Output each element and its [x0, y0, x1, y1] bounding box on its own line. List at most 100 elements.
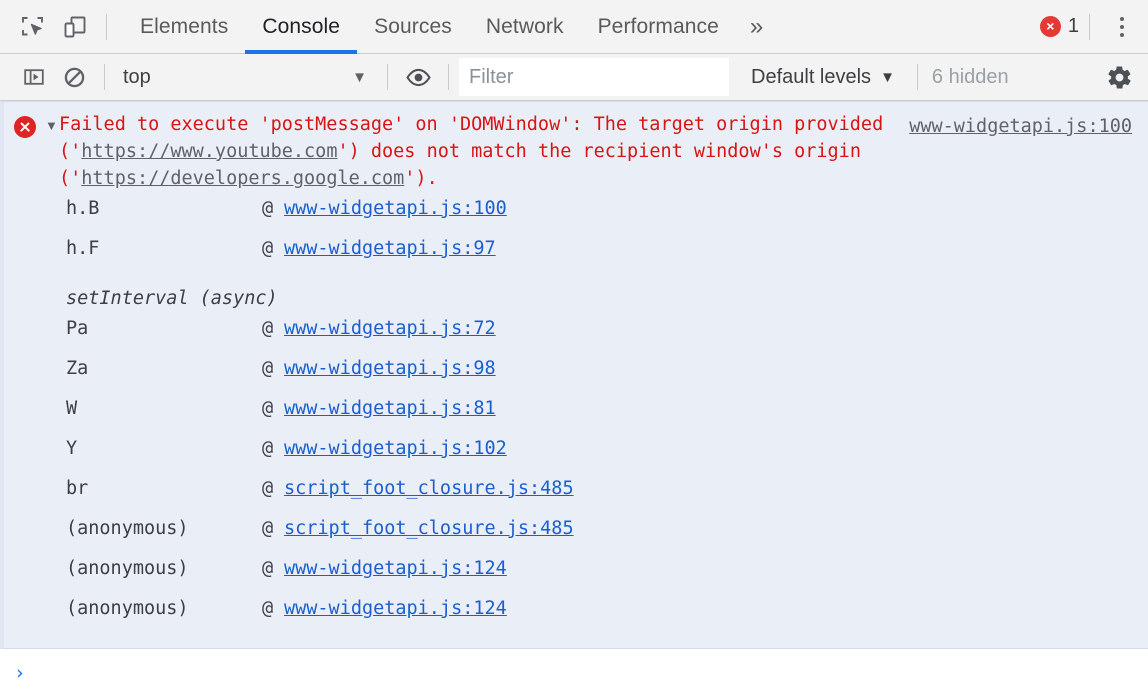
error-text-run: Failed to execute 'postMessage' on 'DOMW… — [59, 114, 895, 162]
stack-frame-row: (anonymous) @ script_foot_closure.js:485 — [4, 518, 1148, 558]
console-prompt-input[interactable] — [35, 657, 1148, 689]
console-sidebar-glyph — [24, 69, 44, 85]
stack-at-symbol: @ — [262, 198, 274, 219]
stack-async-separator: setInterval (async) — [66, 287, 278, 309]
kebab-dot — [1120, 24, 1124, 29]
tab-performance[interactable]: Performance — [597, 14, 719, 38]
stack-at-symbol: @ — [262, 318, 274, 339]
tab-console[interactable]: Console — [245, 0, 357, 54]
stack-function-name: (anonymous) — [66, 598, 189, 619]
error-source-link[interactable]: www-widgetapi.js:100 — [909, 116, 1132, 137]
log-levels-selector[interactable]: Default levels ▼ — [729, 59, 907, 95]
kebab-dot — [1120, 32, 1124, 37]
live-expression-icon[interactable] — [398, 59, 438, 95]
inspect-element-glyph — [22, 16, 43, 35]
stack-at-symbol: @ — [262, 598, 274, 619]
execution-context-selector[interactable]: top ▼ — [115, 59, 377, 95]
stack-source-link[interactable]: www-widgetapi.js:124 — [284, 558, 507, 579]
tab-sources[interactable]: Sources — [374, 14, 452, 38]
stack-frame-row: h.B @ www-widgetapi.js:100 — [4, 198, 1148, 238]
stack-source-link[interactable]: www-widgetapi.js:72 — [284, 318, 496, 339]
stack-trace: h.B @ www-widgetapi.js:100 h.F @ www-widgetap… — [4, 192, 1148, 638]
kebab-dot — [1120, 16, 1124, 21]
panel-tabs: Elements Console Sources Network Perform… — [123, 0, 777, 54]
stack-function-name: Y — [66, 438, 78, 459]
console-toolbar-divider — [916, 64, 918, 90]
clear-console-icon[interactable] — [54, 59, 94, 95]
stack-function-name: Pa — [66, 318, 89, 339]
console-toolbar-divider — [387, 64, 388, 90]
stack-source-link[interactable]: www-widgetapi.js:81 — [284, 398, 496, 419]
more-tabs-button[interactable]: » — [749, 12, 764, 40]
eye-icon — [405, 68, 431, 86]
gear-glyph — [1107, 65, 1131, 89]
console-message-area: ▼ Failed to execute 'postMessage' on 'DO… — [0, 101, 1148, 697]
tabbar-divider — [1089, 13, 1090, 40]
stack-function-name: (anonymous) — [66, 518, 189, 539]
stack-at-symbol: @ — [262, 518, 274, 539]
stack-at-symbol: @ — [262, 478, 274, 499]
chevron-down-icon: ▼ — [880, 68, 895, 86]
stack-at-symbol: @ — [262, 558, 274, 579]
filter-input[interactable] — [459, 58, 729, 96]
inspect-element-icon[interactable] — [12, 7, 54, 47]
stack-function-name: (anonymous) — [66, 558, 189, 579]
stack-source-link[interactable]: www-widgetapi.js:102 — [284, 438, 507, 459]
chevron-down-icon[interactable]: ▼ — [45, 118, 58, 133]
stack-at-symbol: @ — [262, 398, 274, 419]
tabbar-right-group: × 1 — [1039, 10, 1148, 44]
stack-source-link[interactable]: script_foot_closure.js:485 — [284, 518, 574, 539]
devtools-tab-bar: Elements Console Sources Network Perform… — [0, 0, 1148, 54]
origin-url-link[interactable]: https://www.youtube.com — [81, 141, 338, 162]
execution-context-value: top — [123, 65, 151, 88]
console-toolbar: top ▼ Default levels ▼ 6 hidden — [0, 54, 1148, 101]
stack-frame-row: W @ www-widgetapi.js:81 — [4, 398, 1148, 438]
origin-url-link[interactable]: https://developers.google.com — [81, 168, 405, 189]
tab-elements[interactable]: Elements — [140, 14, 229, 38]
stack-source-link[interactable]: www-widgetapi.js:97 — [284, 238, 496, 259]
prompt-caret-icon: › — [14, 662, 26, 684]
stack-source-link[interactable]: www-widgetapi.js:124 — [284, 598, 507, 619]
stack-frame-row: Za @ www-widgetapi.js:98 — [4, 358, 1148, 398]
stack-source-link[interactable]: www-widgetapi.js:98 — [284, 358, 496, 379]
console-sidebar-icon[interactable] — [14, 59, 54, 95]
error-message-header: ▼ Failed to execute 'postMessage' on 'DO… — [4, 102, 1148, 192]
error-text-run: '). — [404, 168, 438, 189]
error-count-label: 1 — [1067, 15, 1079, 37]
stack-source-link[interactable]: script_foot_closure.js:485 — [284, 478, 574, 499]
stack-frame-row: Y @ www-widgetapi.js:102 — [4, 438, 1148, 478]
kebab-menu-icon[interactable] — [1106, 10, 1138, 44]
stack-frame-row: br @ script_foot_closure.js:485 — [4, 478, 1148, 518]
error-message-text: Failed to execute 'postMessage' on 'DOMW… — [59, 111, 1148, 192]
stack-source-link[interactable]: www-widgetapi.js:100 — [284, 198, 507, 219]
chevron-down-icon: ▼ — [352, 68, 367, 86]
stack-frame-row: (anonymous) @ www-widgetapi.js:124 — [4, 598, 1148, 638]
stack-function-name: W — [66, 398, 78, 419]
log-levels-label: Default levels — [751, 65, 872, 88]
stack-function-name: h.B — [66, 198, 100, 219]
toolbar-divider — [106, 13, 107, 40]
stack-at-symbol: @ — [262, 238, 274, 259]
stack-function-name: h.F — [66, 238, 100, 259]
console-error-message[interactable]: ▼ Failed to execute 'postMessage' on 'DO… — [0, 101, 1148, 649]
stack-function-name: br — [66, 478, 89, 499]
console-prompt-row[interactable]: › — [0, 649, 1148, 697]
error-count-badge[interactable]: × 1 — [1039, 15, 1079, 38]
stack-frame-row: h.F @ www-widgetapi.js:97 — [4, 238, 1148, 278]
console-toolbar-divider — [104, 64, 105, 90]
device-toolbar-icon[interactable] — [54, 7, 96, 47]
error-icon — [14, 116, 36, 138]
tab-network[interactable]: Network — [485, 14, 564, 38]
error-text-run: ') does not match the recipient window's… — [59, 141, 873, 189]
gear-icon[interactable] — [1102, 60, 1136, 94]
stack-frame-row: (anonymous) @ www-widgetapi.js:124 — [4, 558, 1148, 598]
error-icon: × — [1039, 16, 1061, 37]
device-toolbar-glyph — [64, 16, 86, 37]
hidden-messages-count: 6 hidden — [931, 65, 1009, 88]
stack-function-name: Za — [66, 358, 89, 379]
stack-at-symbol: @ — [262, 438, 274, 459]
stack-at-symbol: @ — [262, 358, 274, 379]
stack-frame-row: Pa @ www-widgetapi.js:72 — [4, 318, 1148, 358]
clear-console-glyph — [64, 67, 84, 87]
console-toolbar-divider — [448, 64, 449, 90]
